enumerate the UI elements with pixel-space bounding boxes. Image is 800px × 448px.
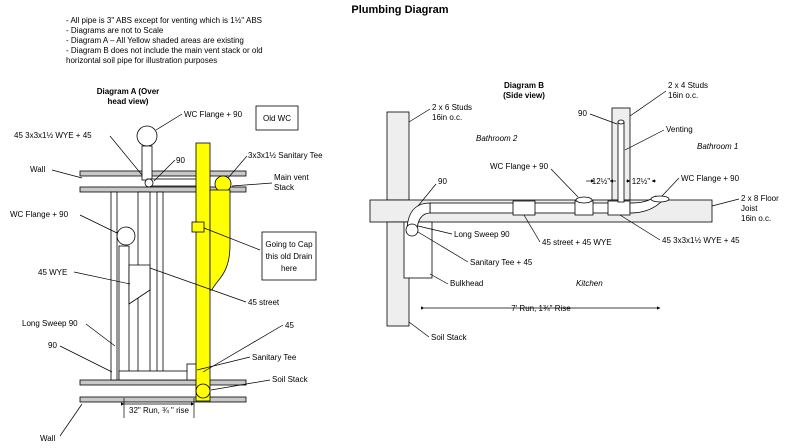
label-45-street: 45 street xyxy=(248,298,280,307)
cap-note-line: this old Drain xyxy=(266,252,313,261)
sanitary-tee-45 xyxy=(405,223,419,237)
label-wall-bottom: Wall xyxy=(40,434,55,443)
note-line: - All pipe is 3" ABS except for venting … xyxy=(66,16,262,25)
note-line: horizontal soil pipe for illustration pu… xyxy=(66,56,217,65)
label-bathroom-2: Bathroom 2 xyxy=(476,134,518,143)
sanitary-tee-new xyxy=(186,363,198,381)
stud-2x6 xyxy=(386,111,410,201)
wall-joist-bottom xyxy=(79,396,247,403)
label-2x6-studs: 16in o.c. xyxy=(432,113,462,122)
label-main-vent: Main vent xyxy=(274,173,309,182)
diagram-a: Diagram A (Over head view) Old WC Going … xyxy=(10,87,323,443)
label-floor-joist: Joist xyxy=(741,204,758,213)
vent-pipe xyxy=(617,121,625,203)
vent-90 xyxy=(617,119,625,125)
wye-45 xyxy=(128,264,151,305)
label-soil-stack: Soil Stack xyxy=(272,375,309,384)
wc-flange-left xyxy=(116,226,136,246)
notes-block: - All pipe is 3" ABS except for venting … xyxy=(66,16,263,65)
cap-note-box xyxy=(261,231,317,281)
label-wall-top: Wall xyxy=(30,165,45,174)
label-90-bottom: 90 xyxy=(48,341,57,350)
label-long-sweep: Long Sweep 90 xyxy=(22,319,78,328)
old-wc-label: Old WC xyxy=(263,114,291,123)
soil-stack-existing xyxy=(195,383,211,399)
label-sanitary-tee: Sanitary Tee + 45 xyxy=(470,258,533,267)
diagram-b: Diagram B (Side view) 2 x 6 Studs 16in o… xyxy=(369,81,779,342)
label-2x6-studs: 2 x 6 Studs xyxy=(432,103,472,112)
label-wye-45-top: 45 3x3x1½ WYE + 45 xyxy=(14,131,92,140)
label-main-vent: Stack xyxy=(274,183,295,192)
diagram-a-subtitle: head view) xyxy=(108,97,149,106)
main-vent-stack xyxy=(195,142,211,402)
label-run-7ft: 7' Run, 1¾" Rise xyxy=(511,304,571,313)
street-45-wye xyxy=(512,200,536,216)
leader-lines-b xyxy=(408,90,740,338)
label-sanitary-tee: Sanitary Tee xyxy=(252,353,297,362)
note-line: - Diagram B does not include the main ve… xyxy=(66,46,263,55)
joist-lower xyxy=(79,379,247,386)
label-90-left: 90 xyxy=(438,177,447,186)
wc-flange-top xyxy=(136,125,158,147)
leader-lines-a xyxy=(51,113,284,437)
old-wc-box xyxy=(255,105,299,131)
label-floor-joist: 16in o.c. xyxy=(741,214,771,223)
label-dim-right: 12½" xyxy=(632,177,651,186)
label-long-sweep: Long Sweep 90 xyxy=(454,230,510,239)
label-dim-left: 12½" xyxy=(592,177,611,186)
wc-flange-left xyxy=(575,196,593,204)
label-wc-flange-top: WC Flange + 90 xyxy=(184,110,243,119)
label-2x4-studs: 2 x 4 Studs xyxy=(668,81,708,90)
page-title: Plumbing Diagram xyxy=(351,4,448,16)
wc-flange-right xyxy=(650,195,670,203)
old-drain-bend xyxy=(209,189,231,291)
pipe-vertical-short xyxy=(141,145,153,181)
label-sanitary-tee-top: 3x3x1½ Sanitary Tee xyxy=(248,151,323,160)
old-drain-cap xyxy=(191,221,205,233)
label-venting: Venting xyxy=(666,125,693,134)
note-line: - Diagram A – All Yellow shaded areas ar… xyxy=(66,36,244,45)
label-wye-3x3: 45 3x3x1½ WYE + 45 xyxy=(662,236,740,245)
horizontal-run xyxy=(118,370,198,381)
diagram-b-title: Diagram B xyxy=(504,81,544,90)
label-90-top: 90 xyxy=(176,156,185,165)
note-line: - Diagrams are not to Scale xyxy=(66,26,164,35)
drain-right xyxy=(156,191,164,381)
label-run-32: 32" Run, ¾ " rise xyxy=(129,406,189,415)
label-soil-stack: Soil Stack xyxy=(431,333,468,342)
label-45-street: 45 street + 45 WYE xyxy=(542,238,612,247)
diagram-b-subtitle: (Side view) xyxy=(503,91,545,100)
label-floor-joist: 2 x 8 Floor xyxy=(741,194,779,203)
cap-note-line: here xyxy=(281,264,298,273)
label-bulkhead: Bulkhead xyxy=(450,279,483,288)
label-bathroom-1: Bathroom 1 xyxy=(697,142,738,151)
label-wc-flange-right: WC Flange + 90 xyxy=(681,174,740,183)
label-90-top: 90 xyxy=(578,109,587,118)
drain-left xyxy=(118,245,130,381)
vent-left-outer xyxy=(110,191,118,381)
wall-joist-top xyxy=(79,170,247,177)
fitting-90 xyxy=(144,178,154,188)
label-45-wye: 45 WYE xyxy=(38,268,67,277)
label-2x4-studs: 16in o.c. xyxy=(668,91,698,100)
diagram-a-title: Diagram A (Over xyxy=(97,87,160,96)
wye-3x3 xyxy=(607,200,631,216)
label-45: 45 xyxy=(285,321,294,330)
label-kitchen: Kitchen xyxy=(576,279,603,288)
label-wc-flange-left: WC Flange + 90 xyxy=(490,162,549,171)
label-wc-flange-left: WC Flange + 90 xyxy=(10,210,69,219)
cap-note-line: Going to Cap xyxy=(265,240,313,249)
